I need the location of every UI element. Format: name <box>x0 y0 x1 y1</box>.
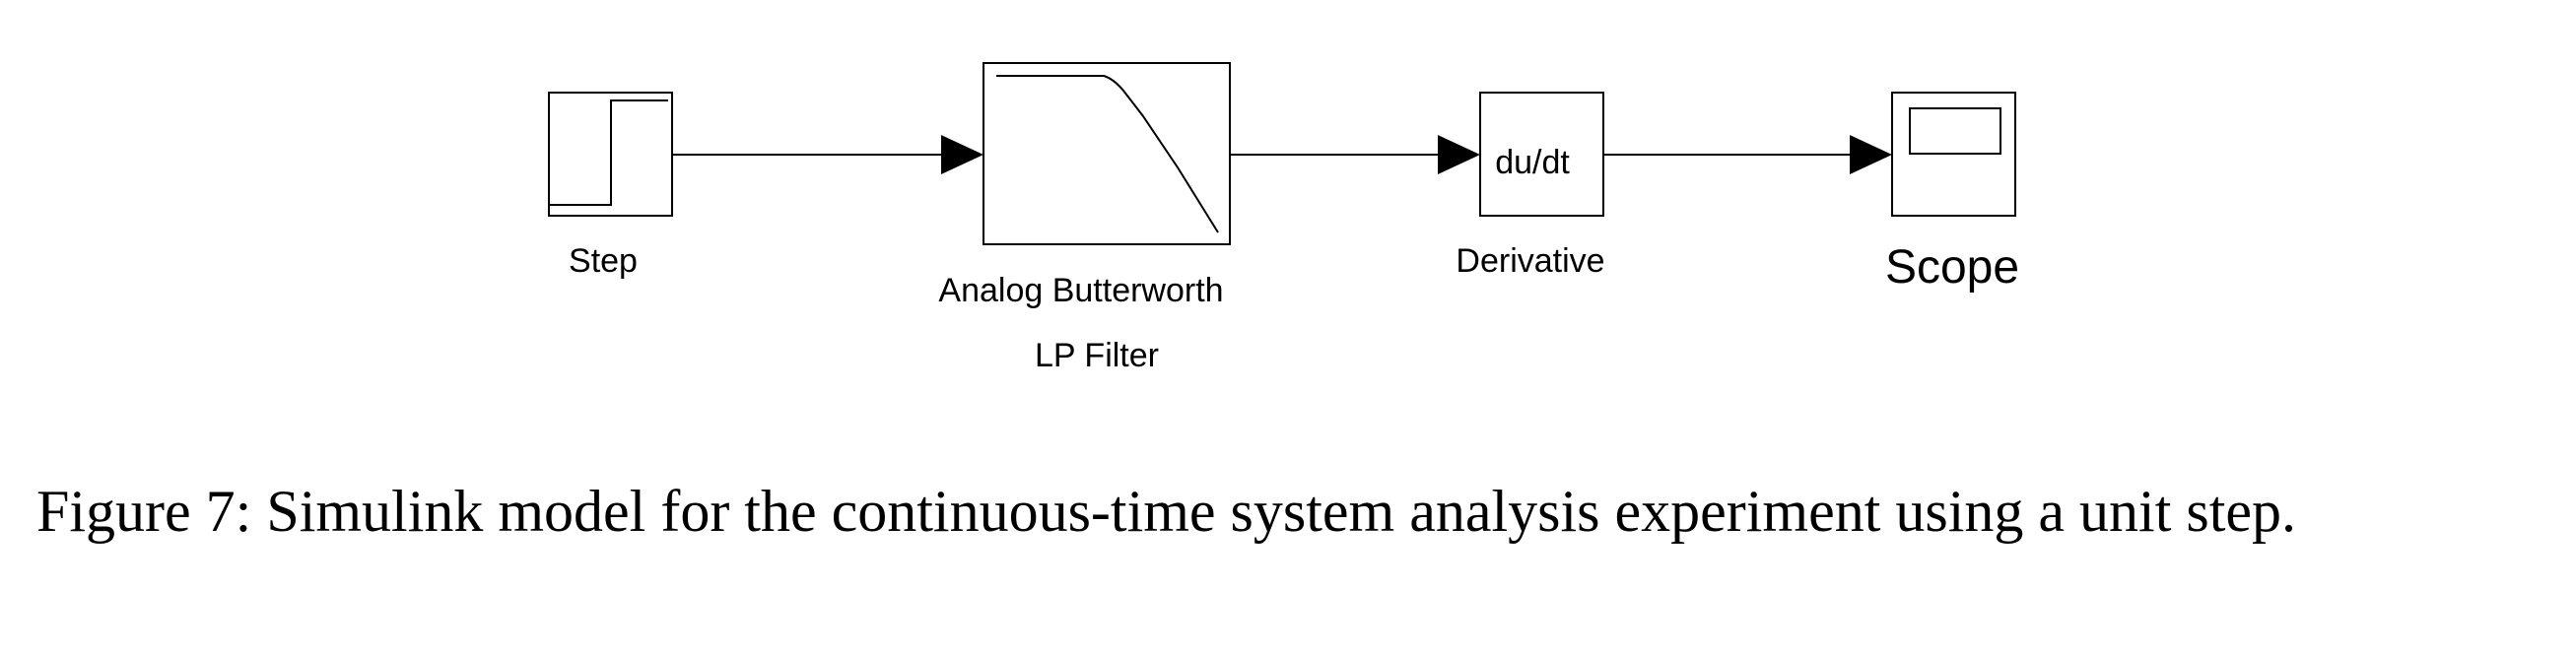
step-icon <box>550 99 668 206</box>
signal-line-filter-to-derivative <box>1230 135 1480 174</box>
arrowhead-icon <box>941 135 983 174</box>
scope-screen-icon <box>1909 107 2001 155</box>
signal-line-step-to-filter <box>672 135 983 174</box>
step-label: Step <box>569 242 638 280</box>
arrowhead-icon <box>1438 135 1480 174</box>
step-block[interactable] <box>548 92 673 217</box>
lowpass-response-icon <box>996 75 1219 233</box>
derivative-block[interactable]: du/dt <box>1479 92 1604 217</box>
butterworth-filter-block[interactable] <box>983 62 1231 245</box>
scope-block[interactable] <box>1891 92 2016 217</box>
scope-label: Scope <box>1885 241 2019 294</box>
derivative-icon-text: du/dt <box>1495 144 1570 181</box>
filter-label-line1: Analog Butterworth <box>938 272 1223 309</box>
arrowhead-icon <box>1850 135 1892 174</box>
filter-label-line2: LP Filter <box>1035 337 1159 374</box>
signal-line-derivative-to-scope <box>1603 135 1892 174</box>
simulink-diagram: Step Analog Butterworth LP Filter du/dt … <box>548 62 2019 374</box>
derivative-label: Derivative <box>1456 242 1604 280</box>
figure-caption: Figure 7: Simulink model for the continu… <box>36 479 2297 544</box>
